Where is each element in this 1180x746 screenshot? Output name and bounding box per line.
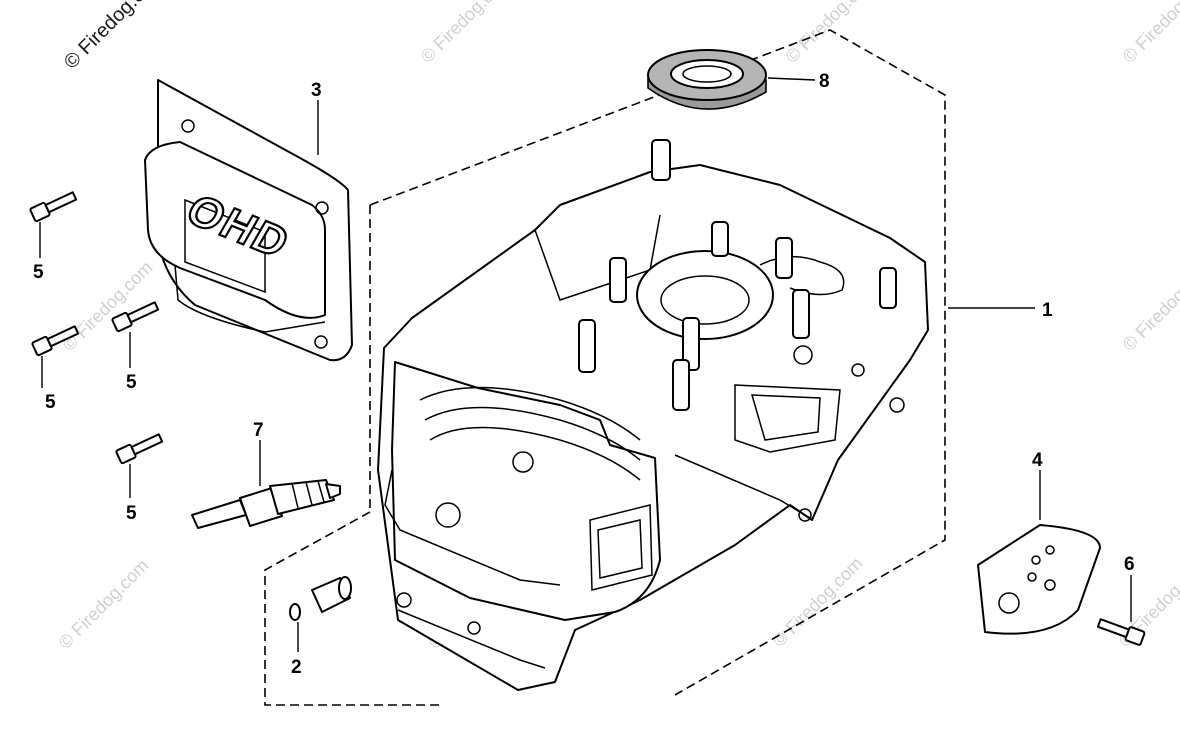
watermark: © Firedog.com [769, 553, 867, 651]
spark-plug-part [191, 479, 341, 529]
callout-8: 7 [253, 420, 264, 441]
callout-4: 4 [1032, 450, 1043, 471]
dowel-pin-part [289, 576, 352, 621]
bolt-6 [1096, 618, 1146, 646]
bolt-5c [111, 301, 160, 333]
callout-labels: 8 3 1 4 5 5 5 5 6 7 2 [33, 71, 1135, 678]
bolt-5a [29, 191, 78, 223]
watermark: © Firedog.com [1119, 257, 1180, 355]
oil-seal-part [647, 49, 767, 110]
callout-2: 2 [291, 657, 302, 678]
callout-6: 6 [1124, 554, 1135, 575]
bolt-5b [31, 325, 80, 357]
watermark-corner: © Firedog.com [60, 0, 169, 74]
watermark: © Firedog.com [55, 555, 153, 653]
callout-5: 5 [45, 392, 56, 413]
head-cover-part: OHD [144, 79, 353, 362]
watermark: © Firedog.com [59, 257, 157, 355]
bolt-5d [115, 433, 164, 465]
callout-5: 5 [33, 262, 44, 283]
callout-5: 5 [126, 372, 137, 393]
callout-3: 3 [311, 80, 322, 101]
bolt-parts [29, 191, 1146, 646]
watermark: © Firedog.com [1119, 0, 1180, 67]
callout-5: 5 [126, 503, 137, 524]
watermark: © Firedog.com [782, 0, 880, 67]
leader-lines [39, 77, 1132, 652]
watermark: © Firedog.com [417, 0, 515, 67]
callout-7: 8 [819, 71, 830, 92]
callout-1: 1 [1042, 300, 1053, 321]
cylinder-block-part [377, 139, 929, 691]
cylinder-bosses [578, 139, 897, 411]
gasket-part [977, 524, 1101, 635]
